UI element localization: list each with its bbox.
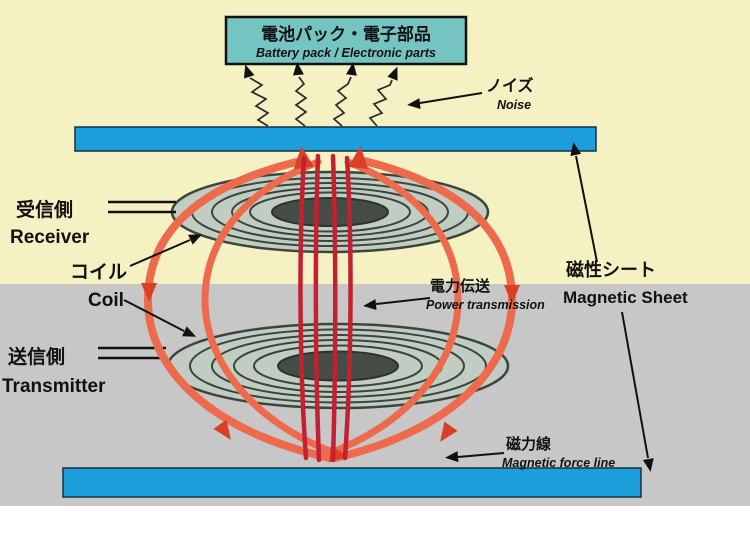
- field-arrowhead-right-mid: [504, 285, 520, 304]
- noise-label-jp: ノイズ: [486, 76, 534, 95]
- noise-zigzag-arrowhead-1: [244, 64, 255, 79]
- power-line-4: [342, 155, 353, 461]
- power-label-jp: 電力伝送: [430, 277, 491, 295]
- noise-zigzag-1: [249, 77, 270, 127]
- field-arrowhead-top-right: [348, 146, 369, 170]
- magnetic-sheet-top-bar: [74, 126, 597, 152]
- battery-box: 電池パック・電子部品 Battery pack / Electronic par…: [224, 15, 468, 66]
- field-arrowhead-bottom-right: [440, 421, 458, 442]
- receiver-coil-hole: [271, 197, 389, 227]
- noise-zigzag-arrowhead-3: [345, 62, 357, 76]
- receiver-coil-wires: [108, 200, 176, 214]
- coil-pointer-lower-line: [123, 299, 185, 332]
- noise-zigzag-arrowhead-2: [292, 62, 304, 76]
- receiver-coil: [170, 170, 490, 254]
- noise-pointer-line: [419, 92, 483, 104]
- field-arrowhead-left-mid: [141, 283, 157, 302]
- coil-pointer-upper-arrowhead: [188, 234, 203, 245]
- force-line-label-en: Magnetic force line: [502, 456, 615, 470]
- battery-box-label-jp: 電池パック・電子部品: [261, 24, 431, 44]
- magnetic-sheet-label-jp: 磁性シート: [566, 259, 656, 280]
- battery-box-label-en: Battery pack / Electronic parts: [256, 46, 436, 60]
- receiver-label-en: Receiver: [10, 227, 90, 248]
- noise-pointer-arrowhead: [407, 98, 421, 110]
- noise-zigzags: [249, 76, 393, 127]
- power-line-3: [330, 153, 338, 463]
- coil-pointer-lower-arrowhead: [182, 326, 197, 337]
- noise-zigzag-arrowheads: [244, 62, 398, 81]
- pointer-arrows: [123, 92, 649, 459]
- field-loop-left-outer: [143, 156, 334, 462]
- power-line-1: [298, 155, 309, 461]
- coil-label-en: Coil: [88, 290, 124, 311]
- noise-zigzag-arrowhead-4: [387, 66, 398, 81]
- coil-pointer-upper-line: [129, 239, 191, 267]
- force-line-pointer-arrowhead: [445, 451, 459, 463]
- receiver-label-jp: 受信側: [16, 198, 73, 221]
- transmitter-coil: [166, 322, 510, 410]
- transmitter-coil-hole: [277, 350, 399, 382]
- sheet-pointer-upper-arrowhead: [570, 142, 582, 156]
- magnetic-sheet-label-en: Magnetic Sheet: [563, 288, 688, 307]
- power-label-en: Power transmission: [426, 298, 545, 312]
- transmitter-label-en: Transmitter: [2, 376, 106, 397]
- force-line-pointer-line: [457, 452, 505, 458]
- power-transmission-lines: [298, 153, 353, 463]
- sheet-pointer-lower-line: [621, 311, 649, 459]
- pointer-arrowheads: [182, 98, 654, 472]
- noise-zigzag-3: [332, 76, 352, 127]
- power-pointer-line: [375, 297, 431, 305]
- transmitter-label-jp: 送信側: [8, 345, 65, 368]
- field-loop-right-inner: [329, 158, 462, 456]
- sheet-pointer-lower-arrowhead: [642, 458, 654, 472]
- force-line-label-jp: 磁力線: [506, 435, 551, 453]
- power-line-2: [313, 153, 322, 463]
- noise-zigzag-4: [368, 79, 393, 127]
- noise-zigzag-2: [294, 76, 308, 127]
- sheet-pointer-upper-line: [575, 155, 598, 263]
- background-bottom-strip: [0, 506, 750, 536]
- battery-box-frame: [224, 15, 468, 66]
- field-loop-left-inner: [201, 158, 336, 456]
- coil-label-jp: コイル: [70, 262, 127, 283]
- power-pointer-arrowhead: [363, 299, 377, 311]
- noise-label-en: Noise: [497, 98, 531, 112]
- magnetic-sheet-bottom-bar: [62, 467, 642, 498]
- field-arrowhead-bottom-left: [213, 419, 231, 440]
